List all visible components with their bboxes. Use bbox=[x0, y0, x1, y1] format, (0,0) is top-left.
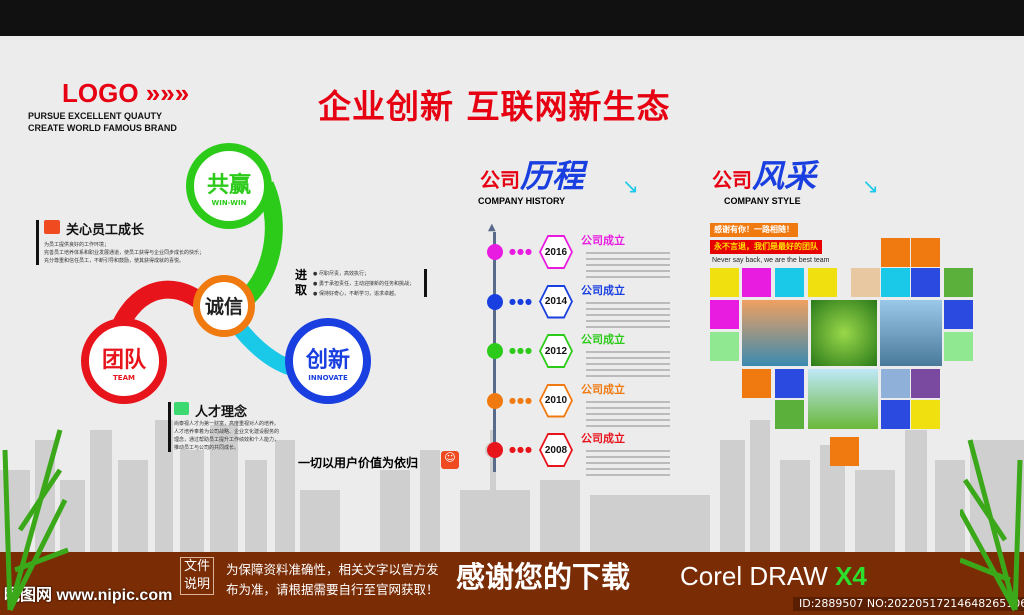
event-description bbox=[586, 397, 670, 431]
photo-leaf bbox=[811, 300, 877, 366]
timeline-dot bbox=[487, 343, 503, 359]
style-banner-2: 永不言退，我们是最好的团队 bbox=[710, 240, 822, 254]
timeline-arrow-icon: ▲ bbox=[488, 222, 496, 233]
software-label: Corel DRAW X4 bbox=[680, 561, 867, 591]
photo-tile bbox=[775, 268, 804, 297]
year-hexagon: 2012 bbox=[539, 334, 573, 368]
timeline-dot bbox=[487, 392, 503, 409]
style-title: 公司风采 bbox=[712, 157, 817, 195]
divider bbox=[168, 402, 171, 452]
photo-tile bbox=[742, 369, 771, 398]
user-value: 一切以用户价值为依归 bbox=[298, 456, 419, 470]
style-tagline: Never say back, we are the best team bbox=[712, 257, 830, 264]
photo-tile bbox=[881, 268, 910, 297]
event-description bbox=[586, 298, 670, 332]
photo-tile bbox=[808, 268, 837, 297]
event-description bbox=[586, 347, 670, 381]
timeline-dot bbox=[487, 293, 503, 310]
talent-title: 人才理念 bbox=[195, 405, 248, 420]
arrow-icon: ↘ bbox=[862, 174, 879, 198]
progress-title: 进取 bbox=[295, 268, 308, 297]
photo-tile bbox=[911, 400, 940, 429]
style-banner-1: 感谢有你！一路相随！ bbox=[710, 223, 798, 237]
photo-sea bbox=[742, 300, 808, 366]
progress-list: ● 尽职尽责，高效执行；● 勇于承担责任，主动迎接新的任务和挑战；● 保持好奇心… bbox=[313, 271, 414, 297]
divider bbox=[424, 269, 427, 297]
timeline-connector: ●●● bbox=[509, 395, 533, 405]
watermark: 昵图网 www.nipic.com bbox=[4, 587, 173, 604]
top-bar bbox=[0, 0, 1024, 36]
year-hexagon: 2008 bbox=[539, 433, 573, 467]
care-icon bbox=[44, 220, 60, 234]
photo-tile bbox=[911, 369, 940, 398]
photo-tile bbox=[944, 332, 973, 361]
logo: LOGO »»» bbox=[62, 78, 190, 108]
photo-tile bbox=[944, 268, 973, 297]
image-id: ID:2889507 NO:20220517214648265106 bbox=[793, 597, 1024, 611]
event-description bbox=[586, 446, 670, 480]
photo-tree bbox=[808, 369, 878, 429]
arrow-icon: ↘ bbox=[622, 174, 639, 198]
event-title: 公司成立 bbox=[581, 234, 625, 247]
style-subtitle: COMPANY STYLE bbox=[724, 196, 801, 206]
timeline-dot bbox=[487, 244, 503, 260]
care-title: 关心员工成长 bbox=[66, 223, 145, 238]
timeline-connector: ●●● bbox=[509, 445, 533, 454]
talent-text: 尚泰视人才为第一财富，高度重视对人的培养。人才培养奉着为公司战略、企业文化建设服… bbox=[174, 421, 280, 451]
photo-tile bbox=[911, 268, 940, 297]
user-icon: ☺ bbox=[441, 451, 459, 469]
page-title: 企业创新 互联网新生态 bbox=[318, 87, 671, 126]
thanks-text: 感谢您的下载 bbox=[456, 560, 631, 594]
event-title: 公司成立 bbox=[581, 333, 625, 346]
plant-left bbox=[2, 429, 69, 612]
photo-tile bbox=[944, 300, 973, 329]
divider bbox=[36, 220, 39, 265]
photo-tile bbox=[911, 238, 940, 267]
event-title: 公司成立 bbox=[581, 432, 625, 445]
photo-tile bbox=[830, 437, 859, 466]
year-hexagon: 2016 bbox=[539, 235, 573, 269]
photo-tile bbox=[710, 332, 739, 361]
event-title: 公司成立 bbox=[581, 382, 625, 396]
history-subtitle: COMPANY HISTORY bbox=[478, 196, 566, 206]
notice-badge: 文件说明 bbox=[180, 557, 215, 595]
timeline-dot bbox=[487, 442, 503, 458]
timeline-connector: ●●● bbox=[509, 346, 533, 355]
photo-tile bbox=[710, 300, 739, 329]
photo-tile bbox=[742, 268, 771, 297]
year-hexagon: 2010 bbox=[539, 383, 573, 418]
notice-text: 为保障资料准确性，相关文字以官方发布为准，请根据需要自行至官网获取！ bbox=[226, 562, 439, 597]
integrity-circle: 诚信 bbox=[193, 275, 255, 337]
plant-right bbox=[960, 439, 1023, 612]
photo-coast bbox=[880, 300, 942, 366]
photo-tile bbox=[881, 400, 910, 429]
event-description bbox=[586, 248, 670, 282]
photo-tile bbox=[881, 238, 910, 267]
talent-icon bbox=[174, 402, 189, 415]
year-hexagon: 2014 bbox=[539, 284, 573, 319]
photo-tile bbox=[710, 268, 739, 297]
photo-tile bbox=[881, 369, 910, 398]
event-title: 公司成立 bbox=[581, 283, 625, 297]
timeline-connector: ●●● bbox=[509, 247, 533, 256]
photo-tile bbox=[851, 268, 880, 297]
timeline-connector: ●●● bbox=[509, 296, 533, 306]
care-text: 为员工提供良好的工作环境；完善员工培养体系和职业发展通道，使员工获得与企业同步成… bbox=[44, 242, 205, 264]
photo-tile bbox=[775, 400, 804, 429]
photo-tile bbox=[775, 369, 804, 398]
history-title: 公司历程 bbox=[480, 157, 585, 195]
